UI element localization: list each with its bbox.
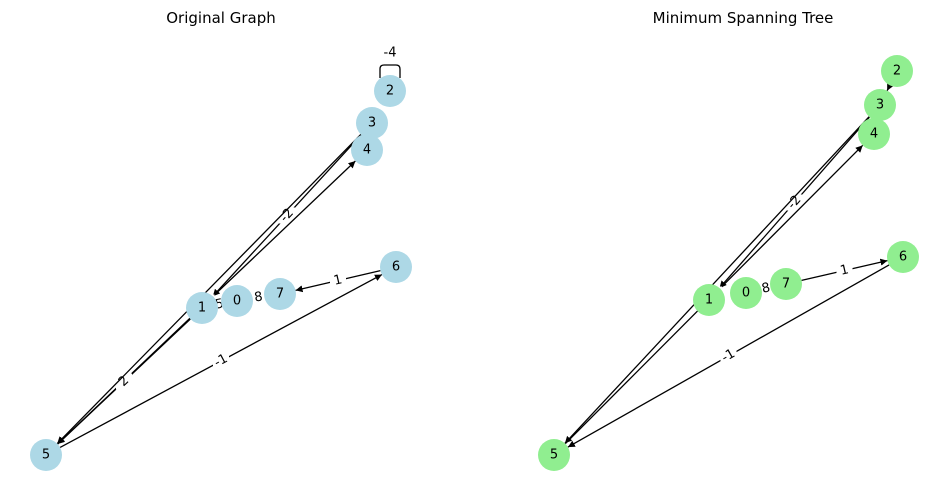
original-node-circle [374, 75, 406, 107]
mst-node-label: 3 [876, 98, 884, 113]
original-node-label: 2 [386, 84, 394, 99]
original-edge-label: -4 [384, 46, 397, 61]
mst-node-circle [693, 284, 725, 316]
mst-node-2: 2 [881, 55, 913, 87]
original-edge-label: 1 [332, 272, 343, 288]
mst-node-circle [858, 118, 890, 150]
mst-node-circle [864, 89, 896, 121]
original-node-circle [221, 285, 253, 317]
mst-node-7: 7 [770, 268, 802, 300]
mst-node-label: 4 [870, 127, 878, 142]
original-edge-label: -1 [212, 351, 231, 370]
mst-node-label: 7 [782, 277, 790, 292]
mst-node-label: 0 [742, 286, 750, 301]
original-node-2: 2 [374, 75, 406, 107]
original-edge-label-bg [213, 353, 229, 369]
mst-edge-label: -1 [719, 346, 738, 365]
original-node-label: 1 [198, 301, 206, 316]
mst-node-label: 6 [899, 250, 907, 265]
mst-node-label: 2 [893, 64, 901, 79]
mst-node-circle [887, 241, 919, 273]
mst-edge-label-bg [836, 262, 853, 279]
mst-node-circle [770, 268, 802, 300]
original-node-7: 7 [264, 278, 296, 310]
original-node-label: 7 [276, 287, 284, 302]
mst-edge-3-5 [564, 116, 870, 444]
original-edge-label: 8 [253, 289, 264, 305]
mst-edges: -21-118 [564, 82, 894, 448]
mst-node-5: 5 [538, 439, 570, 471]
original-node-label: 3 [368, 116, 376, 131]
mst-node-circle [881, 55, 913, 87]
mst-node-label: 5 [550, 448, 558, 463]
original-edge-label: 5 [214, 296, 225, 312]
original-node-4: 4 [351, 134, 383, 166]
mst-edge-label-bg [758, 280, 774, 297]
original-edge-label-bg [250, 289, 267, 306]
mst-node-circle [730, 277, 762, 309]
original-edge-2-2 [379, 64, 401, 78]
mst-edge-2-3 [886, 82, 894, 91]
mst-node-3: 3 [864, 89, 896, 121]
mst-node-label: 1 [705, 293, 713, 308]
original-node-circle [186, 292, 218, 324]
original-node-label: 6 [392, 260, 400, 275]
original-node-label: 5 [42, 448, 50, 463]
mst-nodes: 0 1 2 3 4 5 6 7 [538, 55, 919, 471]
original-node-5: 5 [30, 439, 62, 471]
mst-node-circle [538, 439, 570, 471]
mst-node-1: 1 [693, 284, 725, 316]
mst-title: Minimum Spanning Tree [653, 9, 834, 27]
original-node-0: 0 [221, 285, 253, 317]
original-node-1: 1 [186, 292, 218, 324]
original-edge-3-5 [56, 133, 362, 445]
original-node-label: 4 [363, 143, 371, 158]
original-node-label: 0 [233, 294, 241, 309]
original-node-circle [30, 439, 62, 471]
original-node-circle [356, 107, 388, 139]
mst-edge-label-bg [786, 194, 803, 211]
mst-node-6: 6 [887, 241, 919, 273]
original-node-3: 3 [356, 107, 388, 139]
original-edge-label-bg [116, 373, 132, 390]
original-graph-title: Original Graph [166, 9, 275, 27]
original-edge-label-bg [279, 207, 295, 224]
original-node-6: 6 [380, 251, 412, 283]
original-edge-label-bg [330, 272, 346, 289]
mst-node-0: 0 [730, 277, 762, 309]
mst-edge-label-bg [720, 348, 737, 364]
original-node-circle [264, 278, 296, 310]
mst-node-4: 4 [858, 118, 890, 150]
mst-edge-label: 1 [839, 262, 850, 278]
original-node-circle [380, 251, 412, 283]
original-graph-nodes: 0 1 2 3 4 5 6 7 [30, 75, 412, 471]
mst-edge-label: 8 [760, 280, 771, 296]
original-node-circle [351, 134, 383, 166]
